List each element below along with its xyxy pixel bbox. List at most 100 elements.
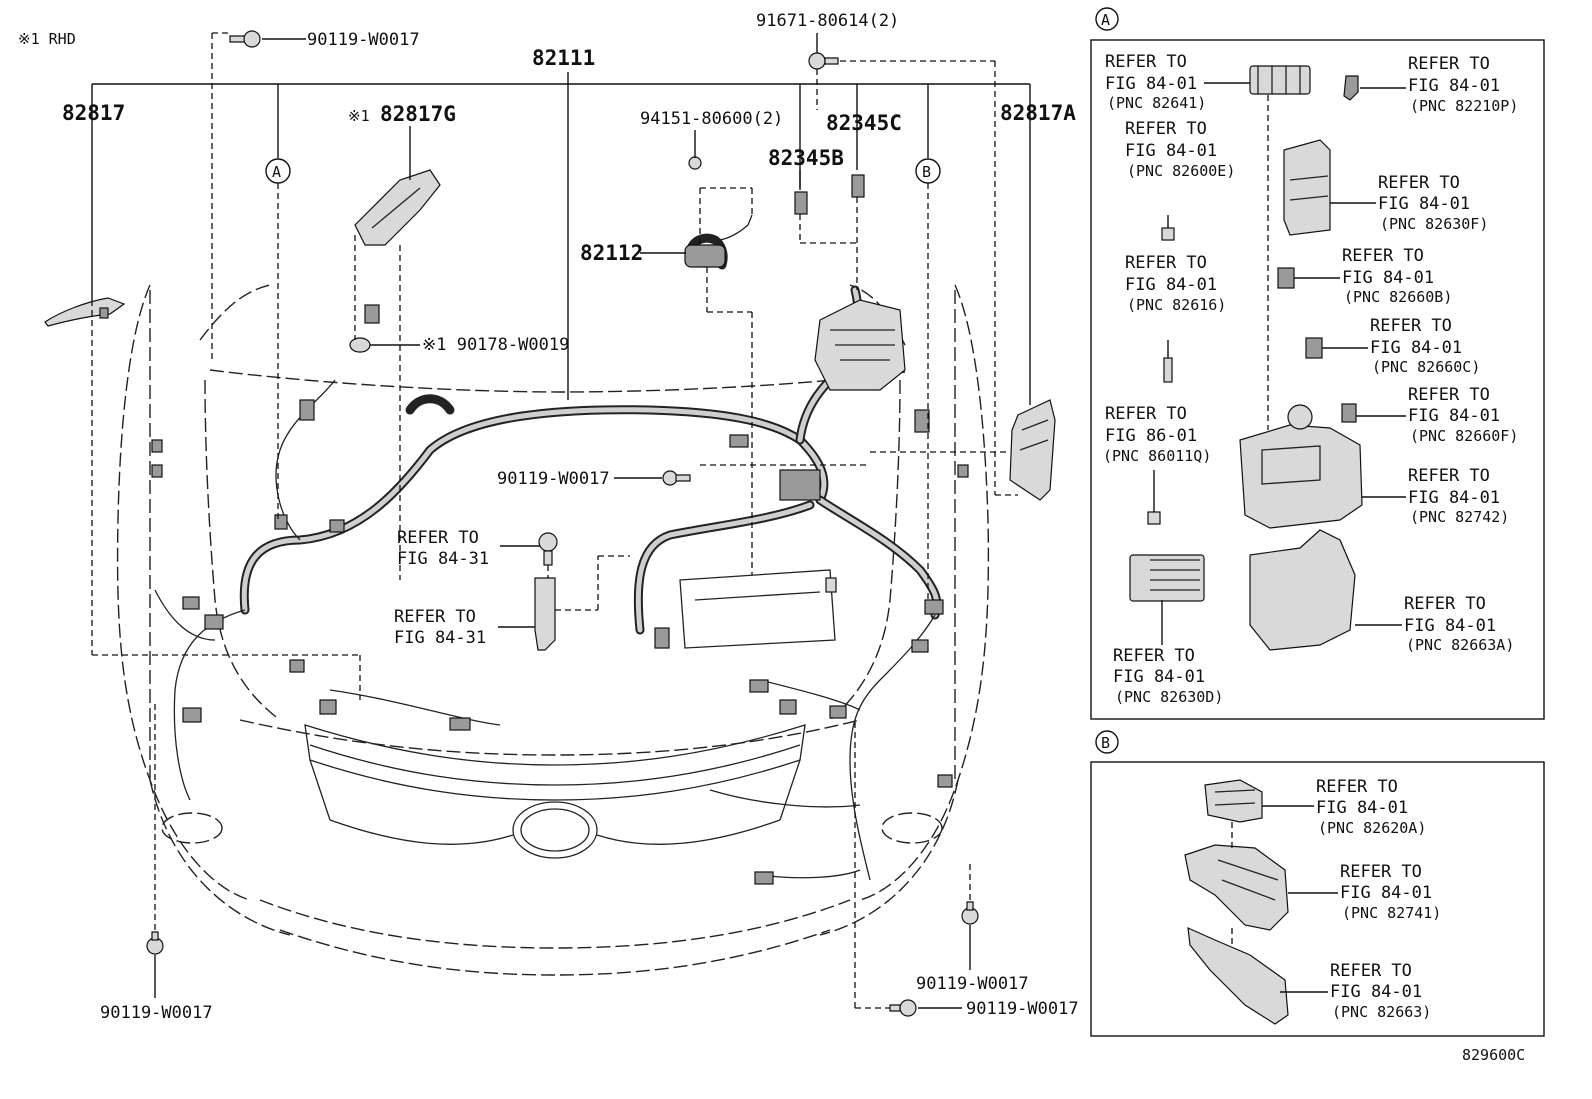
svg-text:(PNC 82741): (PNC 82741): [1342, 904, 1441, 922]
panel-A-ref-86011Q: REFER TO FIG 86-01 (PNC 86011Q): [1103, 404, 1211, 465]
panel-A-ref-82660C: REFER TO FIG 84-01 (PNC 82660C): [1370, 316, 1480, 376]
svg-text:REFER TO: REFER TO: [1125, 119, 1207, 139]
label-82111: 82111: [532, 46, 595, 70]
svg-text:REFER TO: REFER TO: [1408, 385, 1490, 405]
callout-B-label: B: [922, 163, 931, 181]
panel-A-ref-82630F: REFER TO FIG 84-01 (PNC 82630F): [1378, 173, 1488, 233]
svg-text:REFER TO: REFER TO: [1408, 466, 1490, 486]
panel-A-ref-82210P: REFER TO FIG 84-01 (PNC 82210P): [1408, 54, 1518, 115]
svg-text:REFER TO: REFER TO: [1340, 862, 1422, 882]
label-82345C: 82345C: [826, 111, 902, 135]
panel-B-ref-82620A: REFER TO FIG 84-01 (PNC 82620A): [1316, 777, 1426, 837]
label-82817G: 82817G: [380, 102, 456, 126]
label-90119-bottom-right-2: 90119-W0017: [966, 999, 1079, 1019]
leader-lines: [91, 32, 1031, 1009]
svg-text:REFER TO: REFER TO: [1378, 173, 1460, 193]
svg-text:(PNC 82660B): (PNC 82660B): [1344, 288, 1452, 306]
harness-connectors: [151, 399, 969, 885]
svg-text:(PNC 82663): (PNC 82663): [1332, 1003, 1431, 1021]
svg-text:FIG 84-01: FIG 84-01: [1408, 406, 1500, 426]
panel-A-frame: [1090, 39, 1545, 720]
svg-text:(PNC 82660F): (PNC 82660F): [1410, 427, 1518, 445]
svg-text:(PNC 82616): (PNC 82616): [1127, 296, 1226, 314]
panel-A-ref-82660B: REFER TO FIG 84-01 (PNC 82660B): [1342, 246, 1452, 306]
label-90119-mid: 90119-W0017: [497, 469, 610, 489]
svg-text:(PNC 86011Q): (PNC 86011Q): [1103, 447, 1211, 465]
svg-text:FIG 84-01: FIG 84-01: [1125, 141, 1217, 161]
svg-text:REFER TO: REFER TO: [1113, 646, 1195, 666]
svg-text:(PNC 82600E): (PNC 82600E): [1127, 162, 1235, 180]
svg-text:REFER TO: REFER TO: [1370, 316, 1452, 336]
part-82817G-bracket: [354, 169, 441, 246]
panel-A-ref-82663A: REFER TO FIG 84-01 (PNC 82663A): [1404, 594, 1514, 654]
callout-B-circle: [915, 158, 941, 184]
panel-A-ref-82641: REFER TO FIG 84-01 (PNC 82641): [1105, 52, 1206, 112]
front-grille: [304, 724, 806, 859]
rhd-note: ※1 RHD: [18, 30, 76, 48]
label-90119-bottom-left: 90119-W0017: [100, 1003, 213, 1023]
label-refer-bolt-2: FIG 84-31: [397, 549, 489, 569]
label-90119-top: 90119-W0017: [307, 30, 420, 50]
svg-text:FIG 84-01: FIG 84-01: [1404, 616, 1496, 636]
panel-A-ref-82742: REFER TO FIG 84-01 (PNC 82742): [1408, 466, 1509, 526]
svg-text:REFER TO: REFER TO: [1105, 404, 1187, 424]
diagram-code: 829600C: [1462, 1046, 1525, 1064]
svg-text:FIG 84-01: FIG 84-01: [1340, 883, 1432, 903]
label-refer-bolt-1: REFER TO: [397, 528, 479, 548]
svg-text:(PNC 82630F): (PNC 82630F): [1380, 215, 1488, 233]
engine-room-junction: [814, 299, 906, 391]
svg-text:(PNC 82641): (PNC 82641): [1107, 94, 1206, 112]
label-refer-bracket-2: FIG 84-31: [394, 628, 486, 648]
panel-A-circle: [1095, 7, 1119, 31]
label-82112: 82112: [580, 241, 643, 265]
label-82817G-mark: ※1: [348, 107, 370, 125]
label-90178: ※1 90178-W0019: [422, 335, 569, 355]
label-82817: 82817: [62, 101, 125, 125]
svg-text:FIG 84-01: FIG 84-01: [1125, 275, 1217, 295]
label-91671: 91671-80614(2): [756, 11, 899, 31]
svg-text:(PNC 82210P): (PNC 82210P): [1410, 97, 1518, 115]
part-82112-cable: [684, 214, 753, 270]
svg-text:FIG 84-01: FIG 84-01: [1105, 74, 1197, 94]
panel-A-ref-82616: REFER TO FIG 84-01 (PNC 82616): [1125, 253, 1226, 314]
svg-text:FIG 84-01: FIG 84-01: [1378, 194, 1470, 214]
panel-B-ref-82741: REFER TO FIG 84-01 (PNC 82741): [1340, 862, 1441, 922]
svg-text:(PNC 82742): (PNC 82742): [1410, 508, 1509, 526]
label-82817A: 82817A: [1000, 101, 1076, 125]
svg-text:FIG 84-01: FIG 84-01: [1330, 982, 1422, 1002]
svg-text:FIG 84-01: FIG 84-01: [1370, 338, 1462, 358]
svg-text:REFER TO: REFER TO: [1408, 54, 1490, 74]
part-82345-clips: [794, 174, 865, 215]
detail-panel-A: A REFER TO: [1090, 7, 1545, 720]
label-refer-bracket-1: REFER TO: [394, 607, 476, 627]
panel-A-ref-82630D: REFER TO FIG 84-01 (PNC 82630D): [1113, 646, 1223, 706]
svg-text:(PNC 82660C): (PNC 82660C): [1372, 358, 1480, 376]
svg-text:FIG 84-01: FIG 84-01: [1316, 798, 1408, 818]
svg-text:FIG 84-01: FIG 84-01: [1113, 667, 1205, 687]
svg-text:REFER TO: REFER TO: [1105, 52, 1187, 72]
panel-B-frame: [1090, 761, 1545, 1037]
label-90119-bottom-right-1: 90119-W0017: [916, 974, 1029, 994]
bolts-and-clips: [146, 30, 979, 1017]
part-82817-bracket: [44, 297, 126, 327]
panel-B-ref-82663: REFER TO FIG 84-01 (PNC 82663): [1330, 961, 1431, 1021]
car-body-outline: [116, 284, 990, 976]
svg-text:FIG 84-01: FIG 84-01: [1408, 488, 1500, 508]
svg-text:REFER TO: REFER TO: [1316, 777, 1398, 797]
svg-text:REFER TO: REFER TO: [1125, 253, 1207, 273]
svg-text:REFER TO: REFER TO: [1404, 594, 1486, 614]
label-94151: 94151-80600(2): [640, 109, 783, 129]
detail-panel-B: B REFER TO FIG 84-01 (PNC 82620A) REFER …: [1090, 730, 1545, 1037]
callout-A-label: A: [272, 163, 281, 181]
panel-B-circle: [1095, 730, 1119, 754]
panel-A-title: A: [1101, 11, 1110, 29]
panel-B-title: B: [1101, 734, 1110, 752]
svg-text:FIG 84-01: FIG 84-01: [1408, 76, 1500, 96]
svg-text:(PNC 82663A): (PNC 82663A): [1406, 636, 1514, 654]
svg-text:(PNC 82630D): (PNC 82630D): [1115, 688, 1223, 706]
panel-A-ref-82600E: REFER TO FIG 84-01 (PNC 82600E): [1125, 119, 1235, 180]
part-82817A-bracket: [1009, 399, 1056, 501]
svg-text:FIG 84-01: FIG 84-01: [1342, 268, 1434, 288]
